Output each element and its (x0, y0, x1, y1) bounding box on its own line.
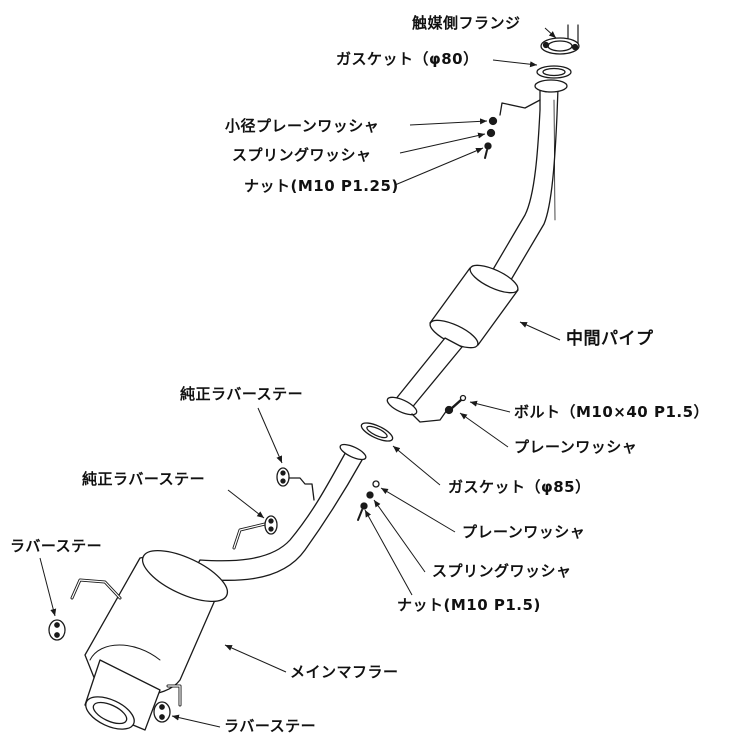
main-muffler (84, 549, 229, 696)
lower-washer-hardware (357, 480, 380, 521)
label-plain-washer-middle: プレーンワッシャ (514, 438, 638, 456)
label-middle-pipe: 中間パイプ (566, 329, 654, 349)
gasket-80 (536, 65, 572, 79)
label-main-muffler: メインマフラー (290, 663, 399, 681)
rubber-stay-1 (48, 619, 66, 641)
tail-tip (84, 659, 161, 731)
upper-pipe-flange (534, 79, 568, 93)
label-genuine-rubber-stay-1: 純正ラバーステー (180, 385, 304, 403)
label-spring-washer-lower: スプリングワッシャ (432, 562, 572, 580)
label-spring-washer-upper: スプリングワッシャ (232, 146, 372, 164)
catalyst-flange (540, 24, 580, 55)
gasket-85 (360, 422, 394, 442)
label-gasket-80: ガスケット（φ80） (336, 50, 479, 68)
genuine-rubber-stay-2 (232, 515, 278, 550)
label-bolt: ボルト（M10×40 P1.5） (514, 403, 710, 421)
middle-pipe (394, 264, 519, 411)
label-plain-washer-lower: プレーンワッシャ (462, 523, 586, 541)
rubber-stay-bracket-2 (166, 684, 182, 707)
tail-pipe (189, 443, 367, 581)
leader-lines (39, 27, 561, 728)
label-nut-lower: ナット(M10 P1.5) (397, 596, 541, 614)
bolt-hardware (444, 394, 467, 415)
upper-bolt-hardware (484, 116, 498, 159)
rubber-stay-bracket-1 (70, 578, 122, 600)
label-genuine-rubber-stay-2: 純正ラバーステー (82, 470, 206, 488)
rubber-stay-2 (153, 701, 171, 723)
label-small-plain-washer: 小径プレーンワッシャ (225, 117, 380, 135)
label-catalyst-flange: 触媒側フランジ (412, 14, 521, 32)
genuine-rubber-stay-1 (276, 467, 315, 501)
label-rubber-stay-1: ラバーステー (10, 537, 103, 555)
label-gasket-85: ガスケット（φ85） (448, 478, 591, 496)
label-nut-upper: ナット(M10 P1.25) (244, 177, 399, 195)
front-pipe-upper (487, 83, 559, 291)
middle-flange (386, 396, 418, 416)
label-rubber-stay-2: ラバーステー (224, 717, 317, 735)
